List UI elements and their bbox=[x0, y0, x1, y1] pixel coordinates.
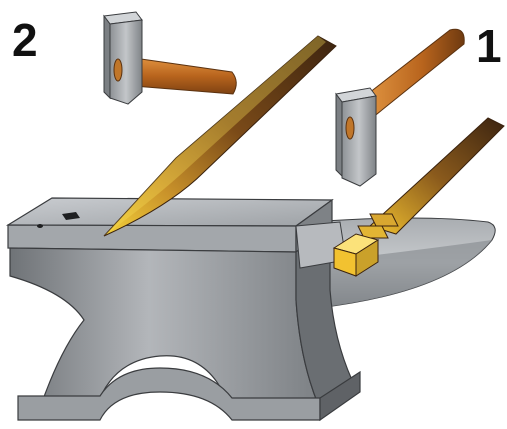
hammer-2-head bbox=[104, 16, 110, 98]
hammer-2-wedge bbox=[114, 59, 122, 81]
anvil-top-face bbox=[8, 198, 332, 226]
hammer-1-head-face bbox=[342, 96, 376, 186]
hammer-1-head-side bbox=[336, 94, 342, 176]
anvil-front-rim bbox=[8, 225, 296, 252]
hammer-2 bbox=[104, 12, 236, 104]
hammer-1-wedge bbox=[346, 117, 354, 139]
hammer-2-handle bbox=[134, 58, 236, 94]
pritchel-hole bbox=[37, 224, 43, 228]
step-label-2: 2 bbox=[12, 14, 38, 66]
step-label-1: 1 bbox=[476, 20, 502, 72]
anvil bbox=[8, 198, 360, 420]
